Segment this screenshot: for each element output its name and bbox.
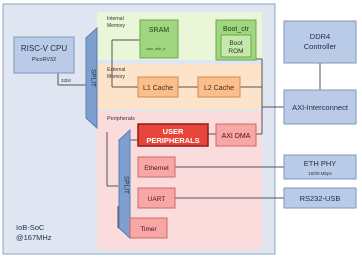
internal-memory-title-line1: Internal (107, 16, 124, 22)
cpu-block (13, 36, 75, 74)
timer-block (129, 217, 168, 239)
main-split-label: SPLIT (90, 69, 97, 87)
user-peripherals-block (137, 123, 209, 147)
external-memory-title-line2: Memory (107, 74, 126, 80)
boot-ctr-label: Boot_ctr (223, 26, 250, 33)
axi-dma-block (215, 123, 257, 147)
timer-label: Timer (140, 226, 157, 233)
ddr4-label-line2: Controller (304, 42, 337, 51)
connection-lines (57, 39, 321, 229)
ddr4-label-line1: DDR4 (310, 32, 330, 41)
l1-cache-block (137, 76, 179, 98)
soc-clock: @167MHz (16, 233, 52, 242)
bus-width-label: 32bit (61, 78, 72, 83)
uart-label: UART (148, 196, 166, 203)
eth-phy-label: ETH PHY (304, 159, 337, 168)
internal-memory-title-line2: Memory (107, 23, 126, 29)
main-split-block (85, 26, 98, 130)
rs232-usb-label: RS232-USB (300, 194, 341, 203)
ethernet-block (137, 156, 176, 178)
sram-block (139, 19, 179, 59)
user-peripherals-label-line2: PERIPHERALS (146, 136, 199, 145)
cpu-title: RISC-V CPU (21, 44, 67, 53)
boot-rom-block (220, 34, 252, 58)
l2-cache-label: L2 Cache (204, 85, 234, 92)
uart-block (137, 187, 176, 209)
boot-rom-label-line1: Boot (229, 40, 243, 47)
sram-note: sram_addr_w (146, 47, 166, 51)
axi-dma-label: AXI DMA (222, 133, 251, 140)
sram-label: SRAM (149, 27, 169, 34)
eth-phy-block (283, 154, 357, 180)
peripherals-title: Peripherals (107, 116, 135, 122)
axi-interconnect-block (283, 89, 357, 125)
ddr4-controller-block (283, 20, 357, 64)
cpu-subtitle: PicoRV32 (32, 57, 56, 63)
peripheral-split-label: SPLIT (123, 176, 130, 194)
soc-name: IoB-SoC (16, 223, 45, 232)
external-memory-title-line1: External (107, 67, 125, 73)
rs232-usb-block (283, 187, 357, 209)
user-peripherals-label-line1: USER (163, 127, 184, 136)
l1-cache-label: L1 Cache (143, 85, 173, 92)
l2-cache-block (197, 76, 241, 98)
boot-rom-label-line2: ROM (228, 48, 243, 55)
eth-phy-speed: 10/00 Mbps (308, 171, 332, 176)
ethernet-label: Ethernet (144, 165, 169, 172)
axi-interconnect-label: AXI-Interconnect (292, 103, 349, 112)
